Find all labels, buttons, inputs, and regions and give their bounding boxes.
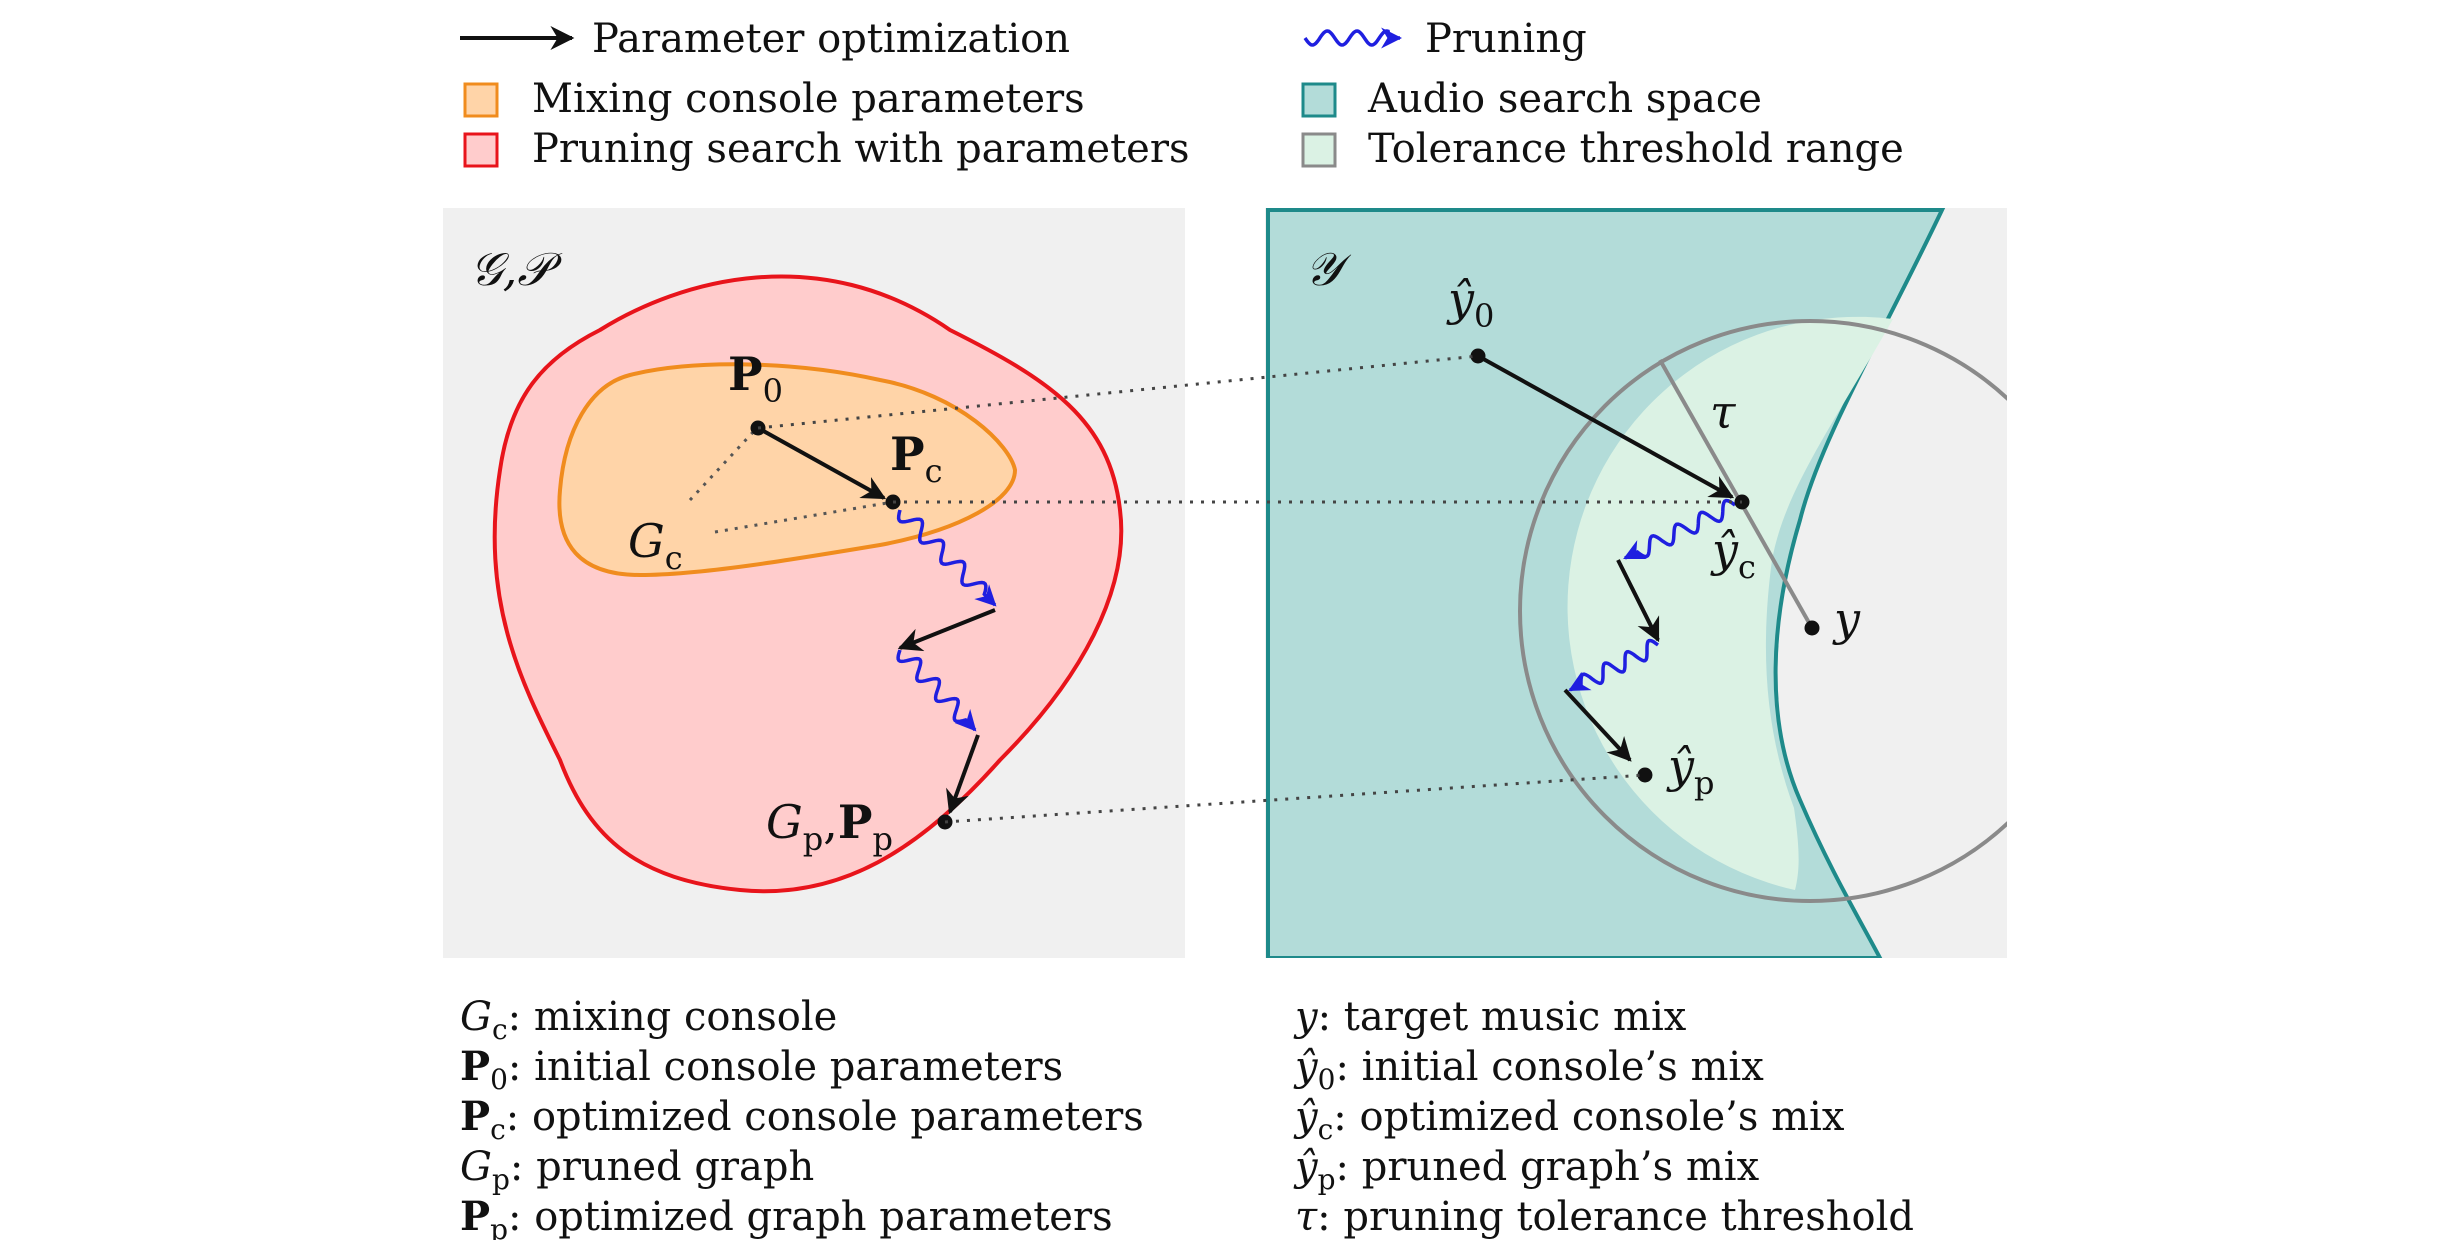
node-gp-pp-label: Gp,Pp xyxy=(766,795,893,858)
right-caption-1: ŷ0: initial console’s mix xyxy=(1293,1044,1764,1096)
left-caption-3: Gp: pruned graph xyxy=(460,1144,814,1196)
pruning-wavy-arrow-right-2 xyxy=(1568,638,1660,692)
legend-label: Audio search space xyxy=(1367,76,1762,122)
tolerance-threshold-region xyxy=(1567,316,1893,890)
opt-arrow-right-1 xyxy=(1616,559,1660,643)
tau-radius-line xyxy=(1658,359,1814,629)
right-caption-2: ŷc: optimized console’s mix xyxy=(1293,1094,1845,1146)
gc-to-pc-dotted xyxy=(714,500,894,534)
pruning-wavy-arrow-right-1 xyxy=(1623,498,1736,560)
legend-label: Pruning search with parameters xyxy=(532,126,1189,172)
legend-swatch-orange-icon xyxy=(463,82,499,118)
node-y-label: y xyxy=(1832,592,1861,646)
right-panel: 𝒴 ŷ0 τ ŷc y ŷp xyxy=(1265,208,2007,958)
left-caption-0: Gc: mixing console xyxy=(460,994,837,1046)
legend-item-pruning: Pruning xyxy=(1303,16,1587,62)
p0-to-pc-arrow xyxy=(757,426,887,500)
tolerance-circle xyxy=(1518,319,2007,903)
node-p0-label: P0 xyxy=(728,347,783,410)
node-pc-label: Pc xyxy=(890,427,943,490)
pp-to-yp-dotted xyxy=(944,773,1646,824)
node-y-dot xyxy=(1804,620,1820,636)
pruning-wavy-arrow-left-2 xyxy=(896,649,977,732)
node-gc-label: Gc xyxy=(628,514,683,577)
y0-to-yc-arrow xyxy=(1477,354,1735,499)
left-caption-1: P0: initial console parameters xyxy=(460,1043,1063,1096)
opt-arrow-left-1 xyxy=(897,608,996,652)
legend-item-pruning-search: Pruning search with parameters xyxy=(463,126,1189,172)
left-caption-2: Pc: optimized console parameters xyxy=(460,1093,1144,1146)
legend-item-parameter-optimization: Parameter optimization xyxy=(460,16,1070,62)
node-yp-dot xyxy=(1637,767,1653,783)
legend-wavy-arrow-icon xyxy=(1303,27,1403,49)
left-caption-4: Pp: optimized graph parameters xyxy=(460,1193,1113,1240)
node-tau-label: τ xyxy=(1710,385,1737,439)
left-panel-title: 𝒢,𝒫 xyxy=(470,242,562,296)
opt-arrow-right-2 xyxy=(1563,688,1632,762)
legend-label: Mixing console parameters xyxy=(532,76,1085,122)
legend-label: Parameter optimization xyxy=(592,16,1070,62)
legend-swatch-green-icon xyxy=(1301,132,1337,168)
legend-item-tolerance-threshold: Tolerance threshold range xyxy=(1301,126,1904,172)
node-yc-label: ŷc xyxy=(1710,523,1756,586)
right-caption-3: ŷp: pruned graph’s mix xyxy=(1293,1144,1760,1196)
legend-item-mixing-console-parameters: Mixing console parameters xyxy=(463,76,1085,122)
legend-swatch-teal-icon xyxy=(1301,82,1337,118)
legend-label: Pruning xyxy=(1425,16,1587,62)
right-caption-4: τ: pruning tolerance threshold xyxy=(1295,1194,1914,1240)
node-yp-label: ŷp xyxy=(1666,739,1714,802)
legend-item-audio-search-space: Audio search space xyxy=(1301,76,1762,122)
legend-swatch-red-icon xyxy=(463,132,499,168)
left-panel: 𝒢,𝒫 P0 Pc Gc Gp,Pp xyxy=(443,208,1185,958)
node-y0-dot xyxy=(1470,348,1486,364)
legend-label: Tolerance threshold range xyxy=(1368,126,1904,172)
right-caption-0: y: target music mix xyxy=(1293,994,1687,1040)
node-y0-label: ŷ0 xyxy=(1446,272,1494,335)
opt-arrow-left-2 xyxy=(946,734,980,815)
legend: Parameter optimization Mixing console pa… xyxy=(460,16,1904,172)
pruning-wavy-arrow-left-1 xyxy=(896,509,997,607)
